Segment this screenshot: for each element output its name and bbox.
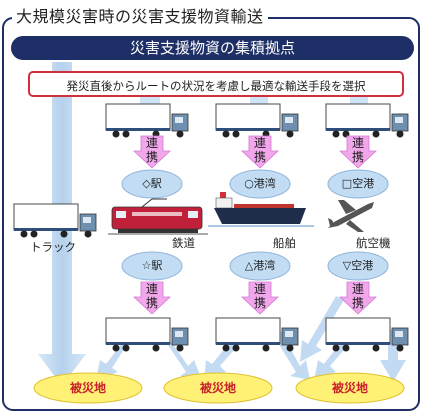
diagram-title: 大規模災害時の災害支援物資輸送 — [12, 9, 268, 25]
origin-airport: □空港 — [341, 177, 375, 190]
disaster-area-left: 被災地 — [69, 381, 106, 395]
destination-airport: ▽空港 — [342, 259, 374, 272]
link-label-sea-top: 連携 — [253, 136, 266, 164]
truck-label: トラック — [30, 240, 76, 254]
link-label-air-top: 連携 — [351, 136, 364, 164]
link-label-air-bottom: 連携 — [351, 282, 364, 310]
instruction-box: 発災直後からルートの状況を考慮し最適な輸送手段を選択 — [28, 71, 404, 97]
disaster-area-right: 被災地 — [331, 381, 368, 395]
origin-rail-station: ◇駅 — [142, 177, 162, 190]
link-label-sea-bottom: 連携 — [253, 282, 266, 310]
link-label-rail-top: 連携 — [145, 136, 158, 164]
ship-label: 船舶 — [273, 236, 296, 250]
destination-rail-station: ☆駅 — [141, 259, 163, 272]
origin-seaport: ○港湾 — [244, 177, 276, 190]
hub-banner: 災害支援物資の集積拠点 — [11, 36, 414, 60]
link-label-rail-bottom: 連携 — [145, 282, 158, 310]
destination-seaport: △港湾 — [244, 259, 276, 272]
rail-label: 鉄道 — [172, 236, 195, 250]
disaster-area-center: 被災地 — [199, 381, 236, 395]
airplane-label: 航空機 — [356, 236, 391, 250]
